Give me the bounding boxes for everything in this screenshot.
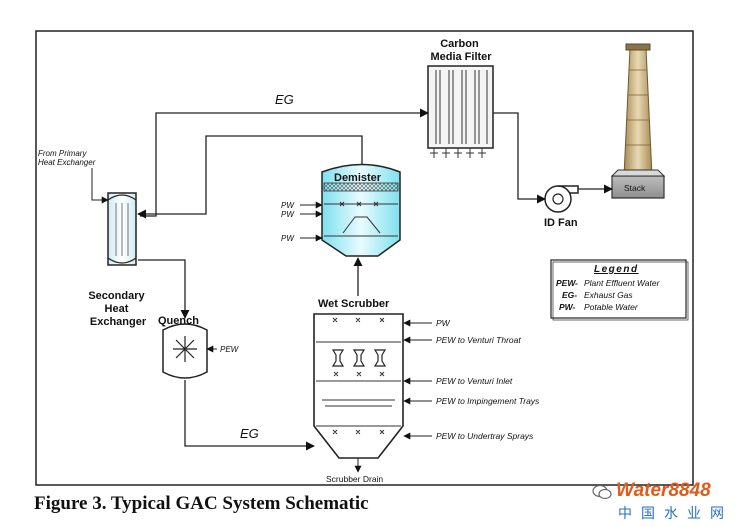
quench-pew-label: PEW <box>220 345 240 354</box>
hx-line2: Heat <box>105 303 129 315</box>
legend-text-0: Plant Effluent Water <box>584 278 661 288</box>
wet-scrubber <box>313 313 404 459</box>
carbon-media-filter <box>427 65 494 158</box>
carbon-filter-label: Carbon Media Filter <box>430 38 492 63</box>
carbon-filter-line2: Media Filter <box>430 51 492 63</box>
wet-scrubber-label: Wet Scrubber <box>318 298 390 310</box>
pw-label-3: PW <box>281 234 295 243</box>
legend-text-1: Exhaust Gas <box>584 290 633 300</box>
hx-line1: Secondary <box>88 290 145 302</box>
legend-abbr-1: EG- <box>562 290 577 300</box>
demister-label: Demister <box>334 172 382 184</box>
heat-exchanger-label: Secondary Heat Exchanger <box>88 290 147 328</box>
secondary-heat-exchanger <box>107 192 137 266</box>
legend-text-2: Potable Water <box>584 302 639 312</box>
demister-pw-lines <box>300 201 323 242</box>
scrubber-input-2: PEW to Venturi Inlet <box>436 376 513 386</box>
scrubber-input-0: PW <box>436 318 451 328</box>
eg-to-carbon-filter <box>140 108 429 217</box>
filter-to-fan <box>493 112 546 204</box>
hx-line3: Exchanger <box>90 316 147 328</box>
demister <box>321 163 401 257</box>
pw-label-1: PW <box>281 201 295 210</box>
id-fan-label: ID Fan <box>544 217 578 229</box>
scrubber-drain-label: Scrubber Drain <box>326 474 383 484</box>
stack <box>610 43 666 199</box>
chat-bubble-icon <box>592 484 612 500</box>
watermark: Water8848 中国水业网 <box>592 480 742 524</box>
scrubber-input-1: PEW to Venturi Throat <box>436 335 521 345</box>
watermark-brand: Water8848 <box>616 480 711 501</box>
scrubber-input-4: PEW to Undertray Sprays <box>436 431 534 441</box>
quench <box>162 323 208 379</box>
demister-to-hx <box>137 135 363 219</box>
from-primary-line <box>91 168 109 204</box>
pw-label-2: PW <box>281 210 295 219</box>
from-primary-line2: Heat Exchanger <box>38 158 96 167</box>
figure-caption: Figure 3. Typical GAC System Schematic <box>34 493 369 514</box>
scrubber-input-lines <box>403 319 432 440</box>
from-primary-label: From Primary Heat Exchanger <box>38 149 96 167</box>
scrubber-input-3: PEW to Impingement Trays <box>436 396 540 406</box>
hx-to-quench <box>138 259 190 319</box>
legend-abbr-2: PW- <box>559 302 575 312</box>
quench-label: Quench <box>158 315 199 327</box>
legend-abbr-0: PEW- <box>556 278 578 288</box>
quench-to-scrubber <box>184 380 315 451</box>
stack-label: Stack <box>624 183 646 193</box>
eg-label-top: EG <box>275 92 294 107</box>
eg-label-bottom: EG <box>240 426 259 441</box>
process-lines <box>137 108 613 451</box>
carbon-filter-line1: Carbon <box>440 38 479 50</box>
watermark-subtitle: 中国水业网 <box>618 505 733 521</box>
legend-title: Legend <box>594 264 639 275</box>
from-primary-line1: From Primary <box>38 149 87 158</box>
legend <box>550 259 689 321</box>
